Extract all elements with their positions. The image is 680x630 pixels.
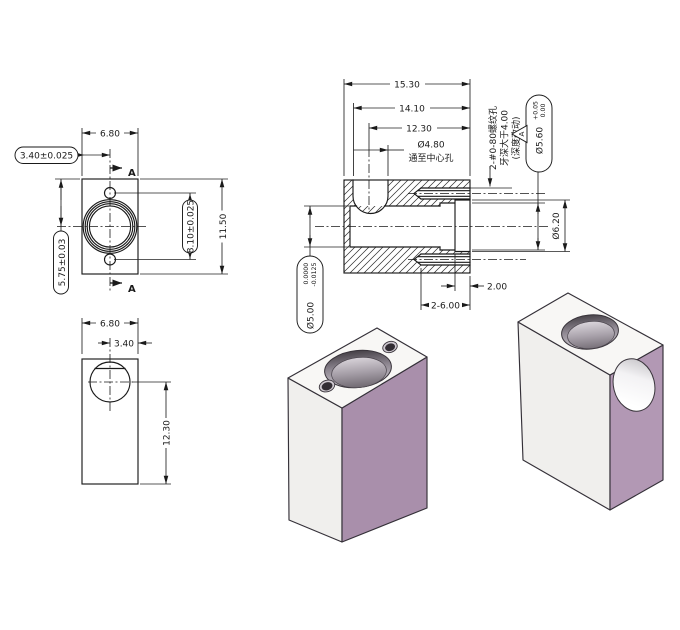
dim-front-height: 11.50 — [140, 178, 229, 275]
side-view: 6.80 3.40 12.30 — [81, 317, 173, 485]
dim-to-hole-edge: 14.10 — [353, 102, 470, 176]
svg-text:8.10±0.025: 8.10±0.025 — [187, 200, 197, 253]
svg-text:(深度改动): (深度改动) — [510, 116, 522, 159]
section-arrow-bottom: A — [110, 279, 136, 295]
svg-text:+0.05: +0.05 — [532, 101, 539, 120]
iso2-side-hole — [612, 358, 656, 412]
dim-to-hole-center: 12.30 — [368, 122, 470, 148]
center-bore-circles — [82, 199, 138, 254]
step-callout-balloon: Ø5.60 +0.05 0.00 A — [470, 94, 553, 251]
svg-text:-0.0125: -0.0125 — [311, 263, 318, 287]
svg-text:牙深大于4.00: 牙深大于4.00 — [499, 110, 511, 166]
svg-text:2.00: 2.00 — [487, 283, 507, 293]
section-arrow-top: A — [110, 164, 136, 179]
iso2-top-bore — [561, 314, 619, 350]
dim-cbore-dia: Ø6.20 — [472, 199, 570, 252]
revision-letter: A — [517, 131, 526, 136]
dim-thread-depth: 2-6.00 — [420, 268, 470, 311]
part-outline-side — [81, 358, 139, 485]
svg-text:Ø5.60: Ø5.60 — [535, 127, 546, 154]
svg-text:Ø5.00: Ø5.00 — [306, 302, 317, 329]
section-label-top: A — [128, 168, 136, 179]
side-hole — [89, 361, 131, 403]
svg-text:15.30: 15.30 — [394, 81, 420, 91]
part-outline — [81, 178, 139, 275]
svg-text:2-6.00: 2-6.00 — [431, 301, 460, 311]
svg-text:Ø4.80: Ø4.80 — [417, 140, 444, 151]
iso1-top-bore — [324, 349, 392, 389]
svg-text:3.40: 3.40 — [114, 339, 134, 349]
svg-text:0.00: 0.00 — [540, 104, 547, 118]
dim-cbore-depth: 2.00 — [441, 254, 507, 310]
dim-side-hole-depth: 12.30 — [132, 381, 173, 485]
thread-note: 2-#0-80螺纹孔 牙深大于4.00 (深度改动) — [487, 106, 522, 187]
dim-side-width: 6.80 — [81, 317, 139, 354]
dim-overall-length: 15.30 — [343, 78, 471, 176]
svg-text:2-#0-80螺纹孔: 2-#0-80螺纹孔 — [487, 106, 499, 170]
svg-text:通至中心孔: 通至中心孔 — [408, 152, 453, 164]
front-view: A A 6.80 3.40±0.025 — [14, 127, 229, 295]
section-view: 15.30 14.10 12.30 Ø4.80 通至中心孔 2-#0-80螺纹孔 — [296, 78, 570, 334]
svg-text:3.40±0.025: 3.40±0.025 — [20, 152, 73, 162]
iso1-thread-hole-left — [318, 379, 336, 393]
dim-hole-spacing-balloon: 8.10±0.025 — [114, 192, 198, 260]
iso-view-2 — [517, 292, 664, 511]
svg-text:14.10: 14.10 — [399, 105, 425, 115]
dim-center-balloon: 5.75±0.03 — [53, 178, 80, 295]
svg-text:6.80: 6.80 — [100, 320, 120, 330]
svg-text:Ø6.20: Ø6.20 — [551, 212, 562, 239]
section-label-bottom: A — [128, 284, 136, 295]
svg-text:5.75±0.03: 5.75±0.03 — [58, 239, 68, 287]
dim-front-width: 6.80 — [81, 127, 139, 176]
svg-text:12.30: 12.30 — [163, 420, 173, 446]
section-hatching — [344, 180, 470, 273]
iso-view-1 — [287, 327, 428, 543]
dim-vertical-hole: Ø4.80 通至中心孔 — [353, 140, 454, 176]
section-outline — [343, 179, 471, 274]
svg-text:6.80: 6.80 — [100, 130, 120, 140]
dim-hole-offset-balloon: 3.40±0.025 — [14, 146, 110, 164]
iso1-thread-hole-right — [382, 340, 398, 354]
bore-callout-balloon: Ø5.00 0.0000 -0.0125 — [296, 205, 349, 334]
svg-text:11.50: 11.50 — [219, 213, 229, 239]
dim-side-half-width: 3.40 — [98, 337, 152, 349]
svg-text:0.0000: 0.0000 — [303, 263, 310, 285]
revision-triangle — [511, 124, 528, 144]
svg-text:12.30: 12.30 — [406, 125, 432, 135]
